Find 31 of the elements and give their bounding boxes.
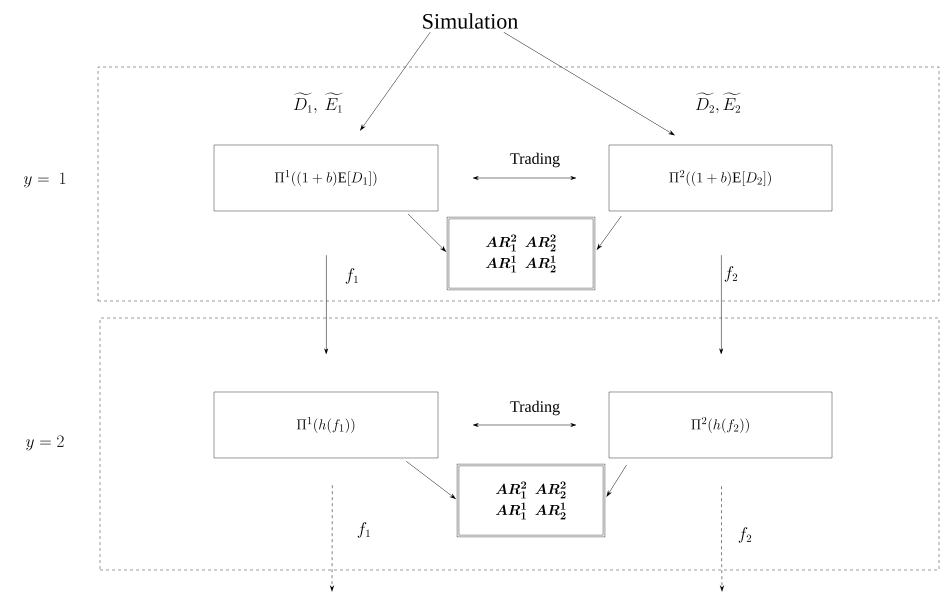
- stage-band: [100, 318, 940, 570]
- arrow: [596, 216, 622, 250]
- edge-label: $\widetilde{D_2},\widetilde{E_2}$: [694, 92, 742, 114]
- stage-band: [98, 66, 940, 302]
- edge-label: $f_1$: [356, 521, 372, 539]
- arrow: [330, 484, 334, 592]
- result-box: $\boldsymbol{AR_1^2}\ \ \boldsymbol{AR_2^2}$ $\boldsymbol{AR_1^1}\ \ \boldsymbol{AR_2^1}$: [456, 464, 606, 538]
- arrow: [720, 486, 724, 592]
- edge-label: $f_2$: [736, 526, 754, 544]
- arrow: [324, 254, 328, 354]
- result-box: $\boldsymbol{AR_1^2}\ \ \boldsymbol{AR_2^2}$ $\boldsymbol{AR_1^1}\ \ \boldsymbol{AR_2^1}$: [446, 216, 596, 290]
- process-box: $\Pi^1(h(f_1))$: [214, 392, 438, 458]
- edge-label: Trading: [508, 152, 562, 168]
- arrow: [406, 460, 456, 500]
- edge-label: $f_1$: [344, 267, 360, 285]
- stage-label: $y =\ 1$: [24, 172, 66, 188]
- arrow: [504, 32, 675, 136]
- edge-label: $f_2$: [722, 265, 740, 283]
- process-box: $\Pi^1((1+b)\mathrm{E}[D_1])$: [214, 144, 438, 212]
- edge-label: Trading: [508, 400, 562, 416]
- arrow: [719, 254, 724, 354]
- process-box: $\Pi^2(h(f_2))$: [608, 392, 832, 458]
- arrow: [472, 176, 576, 180]
- process-box: $\Pi^2((1+b)\mathrm{E}[D_2])$: [608, 144, 832, 212]
- edge-label: $\widetilde{D_1},\ \widetilde{E_1}$: [292, 92, 344, 114]
- arrow: [408, 214, 446, 252]
- arrow: [360, 32, 430, 131]
- title-text: Simulation: [423, 13, 518, 29]
- stage-label: $y = 2$: [26, 435, 64, 450]
- arrow: [472, 423, 576, 427]
- arrow: [606, 464, 627, 497]
